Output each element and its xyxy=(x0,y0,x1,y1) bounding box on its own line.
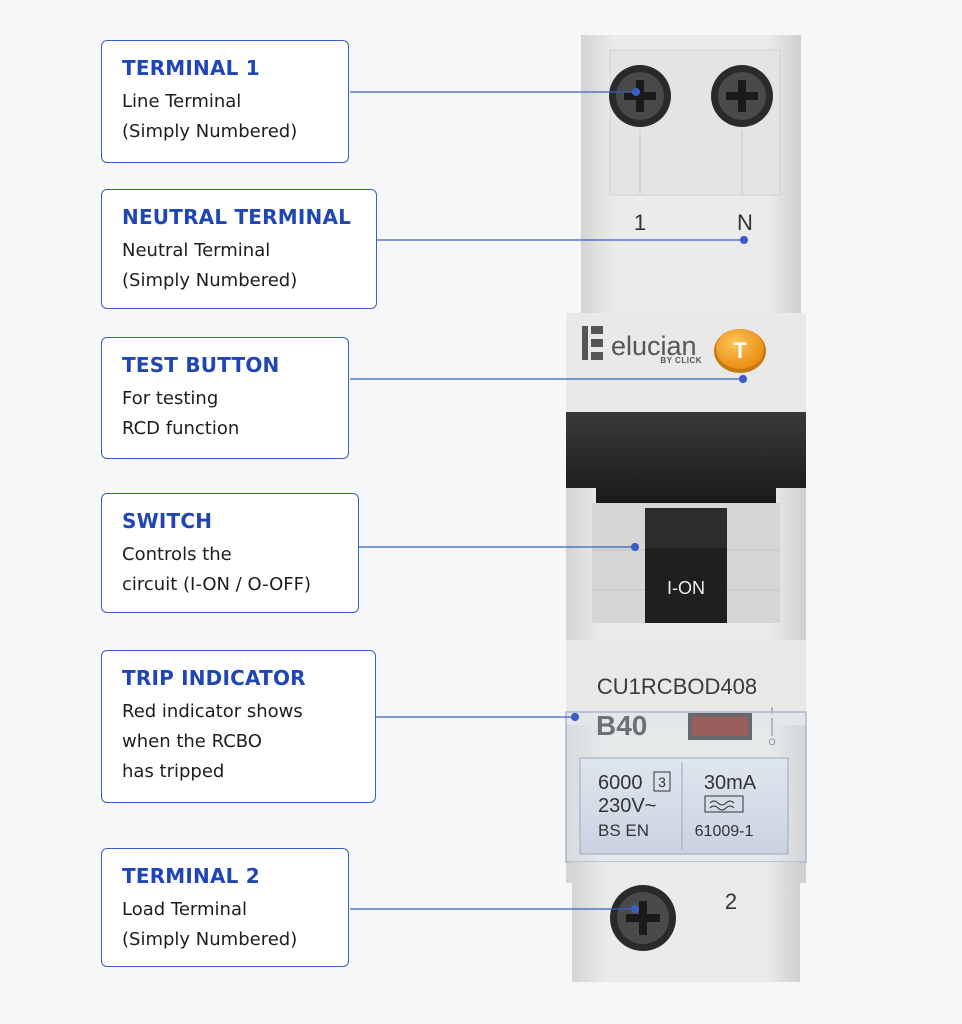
connector-dot xyxy=(738,374,748,384)
spec-standard-right: 61009-1 xyxy=(695,823,754,840)
callout-line: Neutral Terminal xyxy=(122,240,271,261)
callout-line: (Simply Numbered) xyxy=(122,121,298,142)
spec-standard-left: BS EN xyxy=(598,821,649,840)
callout-terminal-1: TERMINAL 1 Line Terminal (Simply Numbere… xyxy=(101,40,349,163)
terminal-screw-n xyxy=(711,65,773,127)
indicator-mark-bottom: O xyxy=(768,737,775,747)
callout-terminal-2: TERMINAL 2 Load Terminal (Simply Numbere… xyxy=(101,848,349,967)
connector-dot xyxy=(739,235,749,245)
terminal-label-2: 2 xyxy=(725,889,737,914)
callout-line: Load Terminal xyxy=(122,899,247,920)
elucian-logo: elucian BY CLICK xyxy=(582,326,702,365)
callout-title: TERMINAL 1 xyxy=(122,56,260,80)
connector-dot xyxy=(570,712,580,722)
terminal-label-1: 1 xyxy=(634,210,646,235)
rcd-symbol-icon xyxy=(704,795,744,813)
callout-line: when the RCBO xyxy=(122,731,262,752)
callout-title: TEST BUTTON xyxy=(122,353,280,377)
test-button: T xyxy=(714,329,766,373)
callout-line: For testing xyxy=(122,388,219,409)
callout-line: (Simply Numbered) xyxy=(122,270,298,291)
callout-line: RCD function xyxy=(122,418,240,439)
connector-dot xyxy=(631,87,641,97)
callout-title: NEUTRAL TERMINAL xyxy=(122,205,352,229)
spec-window xyxy=(579,757,789,855)
callout-title: TRIP INDICATOR xyxy=(122,666,306,690)
trip-indicator xyxy=(692,717,748,736)
brand-name: elucian xyxy=(611,331,697,361)
callout-line: Red indicator shows xyxy=(122,701,303,722)
indicator-mark-top: I xyxy=(771,706,774,716)
callout-line: has tripped xyxy=(122,761,225,782)
switch-label: I-ON xyxy=(667,578,705,598)
connector-dot xyxy=(630,904,640,914)
callout-line: circuit (I-ON / O-OFF) xyxy=(122,574,312,595)
terminal-screw-2 xyxy=(610,885,676,951)
callout-line: Controls the xyxy=(122,544,232,565)
callout-line: Line Terminal xyxy=(122,91,242,112)
callout-test-button: TEST BUTTON For testing RCD function xyxy=(101,337,349,459)
spec-current: 30mA xyxy=(704,772,757,794)
spec-voltage: 230V~ xyxy=(598,795,656,817)
test-button-label: T xyxy=(733,338,747,363)
rating: B40 xyxy=(596,710,647,741)
switch-toggle-cap xyxy=(566,412,806,503)
callout-title: TERMINAL 2 xyxy=(122,864,260,888)
spec-class: 3 xyxy=(658,774,666,790)
terminal-screw-1 xyxy=(609,65,671,127)
terminal-label-n: N xyxy=(737,210,753,235)
connector-dot xyxy=(630,542,640,552)
spec-breaking-capacity: 6000 xyxy=(598,772,643,794)
callout-neutral-terminal: NEUTRAL TERMINAL Neutral Terminal (Simpl… xyxy=(101,189,377,309)
model-number: CU1RCBOD408 xyxy=(597,674,757,699)
brand-sub: BY CLICK xyxy=(660,356,702,365)
callout-switch: SWITCH Controls the circuit (I-ON / O-OF… xyxy=(101,493,359,613)
callout-title: SWITCH xyxy=(122,509,213,533)
callout-line: (Simply Numbered) xyxy=(122,929,298,950)
device-bottom-body xyxy=(572,862,800,982)
callout-trip-indicator: TRIP INDICATOR Red indicator shows when … xyxy=(101,650,376,803)
